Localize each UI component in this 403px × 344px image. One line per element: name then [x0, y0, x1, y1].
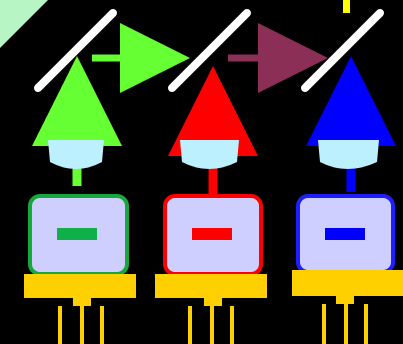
laser-package-green — [24, 194, 136, 344]
corner-accent — [0, 0, 48, 48]
lens-3 — [318, 140, 379, 169]
laser-package-blue — [292, 194, 403, 344]
lens-1 — [48, 140, 104, 169]
laser-package-red — [155, 194, 267, 344]
lens-2 — [180, 140, 239, 169]
output-beam — [343, 0, 350, 13]
